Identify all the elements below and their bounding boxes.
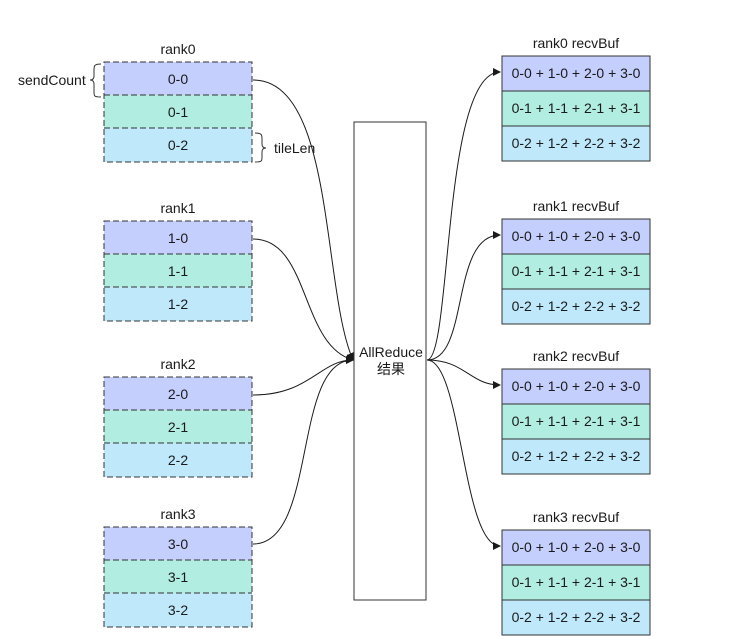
recv-cell-bg	[501, 564, 651, 601]
rank-buffer: rank2 2-0 2-1 2-2	[103, 356, 253, 478]
rank-cell: 3-0	[168, 536, 188, 552]
recv-cell-bg	[501, 90, 651, 127]
recv-cell: 0-2 + 1-2 + 2-2 + 3-2	[512, 298, 641, 314]
recv-cell-bg	[501, 55, 651, 92]
tile-len-brace	[254, 132, 267, 163]
rank-buffer: rank1 1-0 1-1 1-2	[103, 200, 253, 322]
allreduce-label: AllReduce	[359, 344, 423, 360]
recv-buffer: rank2 recvBuf 0-0 + 1-0 + 2-0 + 3-0 0-1 + …	[501, 348, 651, 475]
rank-cell-bg	[104, 287, 252, 321]
rank-cell: 0-0	[168, 71, 188, 87]
rank-cell: 2-1	[168, 419, 188, 435]
recv-cell-bg	[501, 218, 651, 255]
rank-border	[103, 526, 253, 628]
rank-cell-bg	[104, 95, 252, 128]
send-count-brace	[89, 63, 102, 98]
recv-cell-bg	[501, 125, 651, 162]
rank-cell: 3-1	[168, 569, 188, 585]
connector-rank1-to-center	[252, 238, 354, 362]
recv-cell: 0-0 + 1-0 + 2-0 + 3-0	[512, 65, 641, 81]
allreduce-result-box: AllReduce 结果	[353, 121, 427, 601]
connector-rank0-to-center	[252, 79, 354, 361]
recv-cell-bg	[501, 253, 651, 290]
recv-cell: 0-0 + 1-0 + 2-0 + 3-0	[512, 228, 641, 244]
rank-cell-bg	[104, 410, 252, 443]
recv-cell-bg	[501, 288, 651, 325]
tile-len-label: tileLen	[274, 140, 315, 156]
recv-cell: 0-1 + 1-1 + 2-1 + 3-1	[512, 413, 641, 429]
rank-cell: 3-2	[168, 602, 188, 618]
rank-cell-bg	[104, 128, 252, 162]
rank-cell-bg	[104, 527, 252, 560]
connector-rank3-to-center	[252, 356, 354, 545]
recv-cell: 0-0 + 1-0 + 2-0 + 3-0	[512, 539, 641, 555]
rank-border	[103, 220, 253, 322]
connectors	[252, 68, 501, 550]
rank-cell-bg	[104, 62, 252, 95]
rank-cell-bg	[104, 221, 252, 254]
recv-cell-bg	[501, 368, 651, 405]
rank-buffer: rank0 0-0 0-1 0-2	[103, 41, 253, 163]
recv-cell-bg	[501, 599, 651, 636]
connector-center-to-recv2	[426, 359, 501, 389]
rank-cell: 1-1	[168, 263, 188, 279]
recv-buffer: rank1 recvBuf 0-0 + 1-0 + 2-0 + 3-0 0-1 + …	[501, 198, 651, 325]
recv-cell: 0-1 + 1-1 + 2-1 + 3-1	[512, 574, 641, 590]
rank-cell-bg	[104, 560, 252, 593]
rank-cell: 0-1	[168, 104, 188, 120]
recv-buffer: rank0 recvBuf 0-0 + 1-0 + 2-0 + 3-0 0-1 + …	[501, 35, 651, 162]
rank-cell-bg	[104, 593, 252, 627]
recv-cell: 0-0 + 1-0 + 2-0 + 3-0	[512, 378, 641, 394]
rank-border	[103, 376, 253, 478]
connector-rank2-to-center	[252, 356, 354, 396]
recv-cell-bg	[501, 438, 651, 475]
recv-title: rank1 recvBuf	[533, 198, 619, 214]
recv-cell: 0-2 + 1-2 + 2-2 + 3-2	[512, 609, 641, 625]
recv-title: rank0 recvBuf	[533, 35, 619, 51]
recv-cell: 0-1 + 1-1 + 2-1 + 3-1	[512, 100, 641, 116]
rank-cell-bg	[104, 254, 252, 287]
connector-center-to-recv1	[426, 231, 501, 361]
result-label: 结果	[377, 361, 405, 377]
rank-cell: 2-0	[168, 386, 188, 402]
rank-cell: 2-2	[168, 452, 188, 468]
rank-buffer: rank3 3-0 3-1 3-2	[103, 506, 253, 628]
rank-border	[103, 61, 253, 163]
recv-title: rank3 recvBuf	[533, 509, 619, 525]
rank-buffers: rank0 0-0 0-1 0-2 rank1 1-0 1-1 1-2 rank2 2-0 2-1 2…	[103, 41, 253, 628]
annotations: sendCount tileLen	[18, 63, 315, 163]
recv-cell: 0-1 + 1-1 + 2-1 + 3-1	[512, 263, 641, 279]
connector-center-to-recv3	[426, 359, 501, 550]
recv-cell-bg	[501, 529, 651, 566]
rank-title: rank3	[160, 506, 195, 522]
rank-title: rank2	[160, 356, 195, 372]
rank-title: rank1	[160, 200, 195, 216]
rank-cell-bg	[104, 443, 252, 477]
recv-buffers: rank0 recvBuf 0-0 + 1-0 + 2-0 + 3-0 0-1 + …	[501, 35, 651, 636]
recv-cell: 0-2 + 1-2 + 2-2 + 3-2	[512, 135, 641, 151]
send-count-label: sendCount	[18, 72, 86, 88]
recv-cell: 0-2 + 1-2 + 2-2 + 3-2	[512, 448, 641, 464]
recv-buffer: rank3 recvBuf 0-0 + 1-0 + 2-0 + 3-0 0-1 + …	[501, 509, 651, 636]
rank-cell: 1-2	[168, 296, 188, 312]
rank-cell: 0-2	[168, 137, 188, 153]
rank-cell: 1-0	[168, 230, 188, 246]
rank-cell-bg	[104, 377, 252, 410]
connector-center-to-recv0	[426, 68, 501, 361]
recv-title: rank2 recvBuf	[533, 348, 619, 364]
rank-title: rank0	[160, 41, 195, 57]
